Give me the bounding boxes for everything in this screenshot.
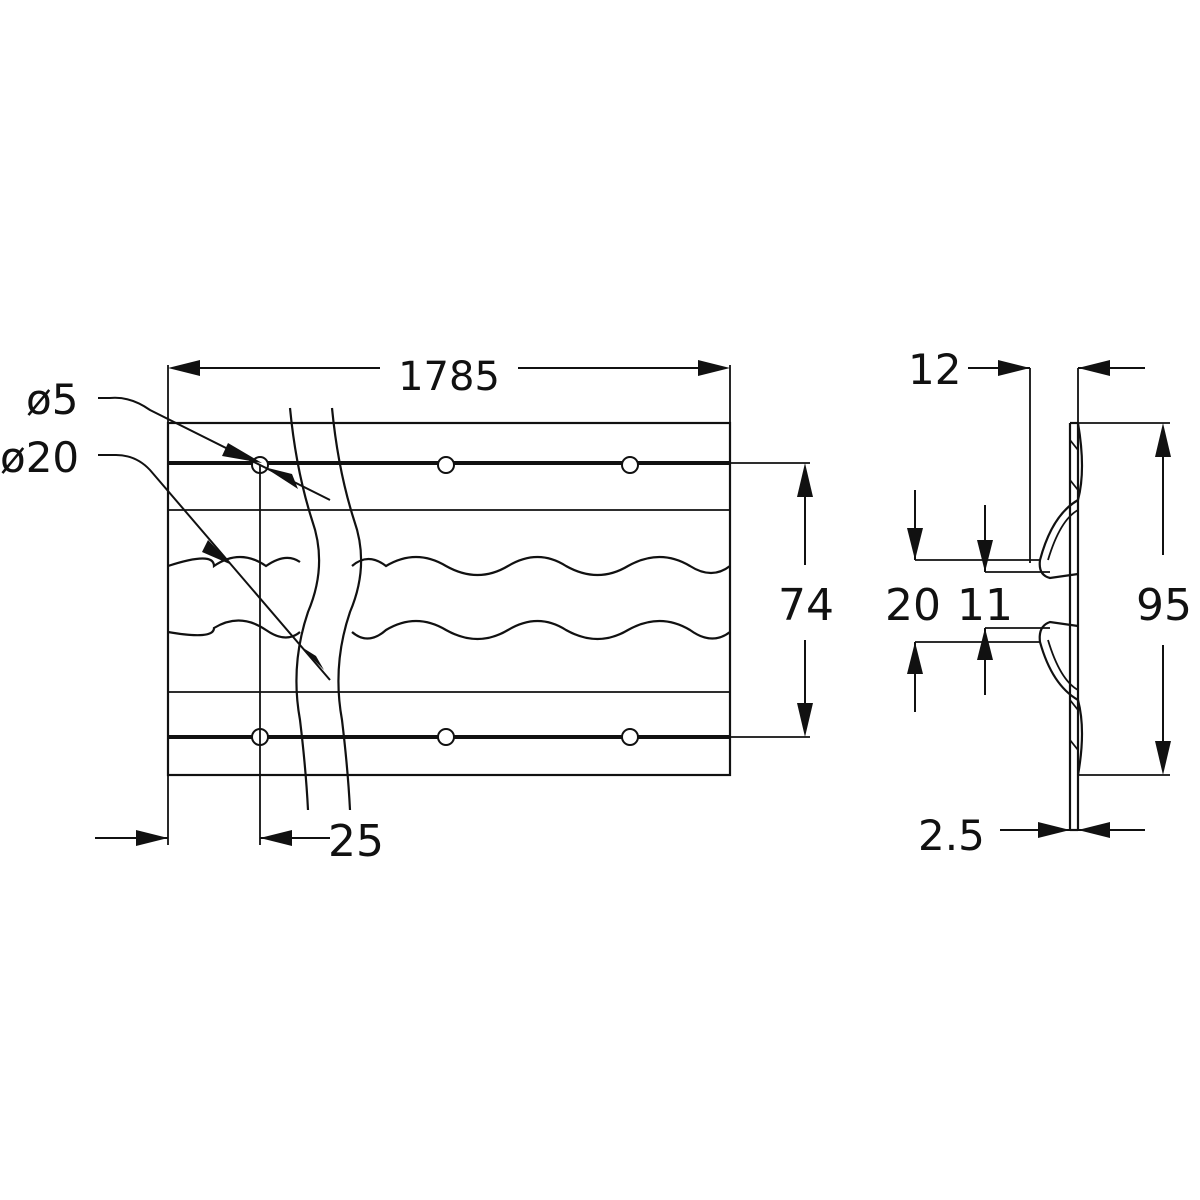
leader-hole-large: ø20 [0, 433, 331, 681]
keyhole-track-lower [167, 619, 731, 640]
profile-lines [168, 509, 730, 693]
back-plate [1068, 421, 1080, 832]
formed-profile [1029, 368, 1084, 776]
dim-length: 1785 [168, 354, 730, 400]
dim-slot-outer-label: 20 [885, 580, 941, 631]
side-view: 12 95 20 11 [885, 345, 1192, 860]
dim-flange-depth-label: 12 [908, 345, 961, 394]
rail-holes [251, 456, 639, 746]
dim-slot-inner: 11 [957, 505, 1013, 695]
dim-flange-depth: 12 [908, 345, 1145, 394]
dim-slot-outer: 20 [885, 490, 941, 712]
dim-overall-height-label: 95 [1136, 580, 1192, 631]
front-view-outline [166, 421, 732, 777]
dim-thickness-label: 2.5 [918, 811, 985, 860]
slot-lines [915, 559, 1050, 643]
hole-small-label: ø5 [26, 375, 78, 424]
dim-end-offset: 25 [95, 816, 384, 867]
dim-slot-inner-label: 11 [957, 580, 1013, 631]
break-lines [288, 407, 363, 811]
keyhole-track-upper [167, 555, 731, 576]
dim-length-label: 1785 [398, 354, 500, 400]
hole-large-label: ø20 [0, 433, 79, 482]
dim-thickness: 2.5 [918, 811, 1145, 860]
leader-hole-small: ø5 [26, 375, 331, 501]
dim-overall-height: 95 [1078, 422, 1192, 776]
dim-height: 74 [778, 463, 834, 737]
extension-lines [167, 365, 810, 845]
front-view: 1785 74 ø5 ø20 [0, 354, 834, 867]
dim-end-offset-label: 25 [328, 816, 384, 867]
dim-height-label: 74 [778, 580, 834, 631]
